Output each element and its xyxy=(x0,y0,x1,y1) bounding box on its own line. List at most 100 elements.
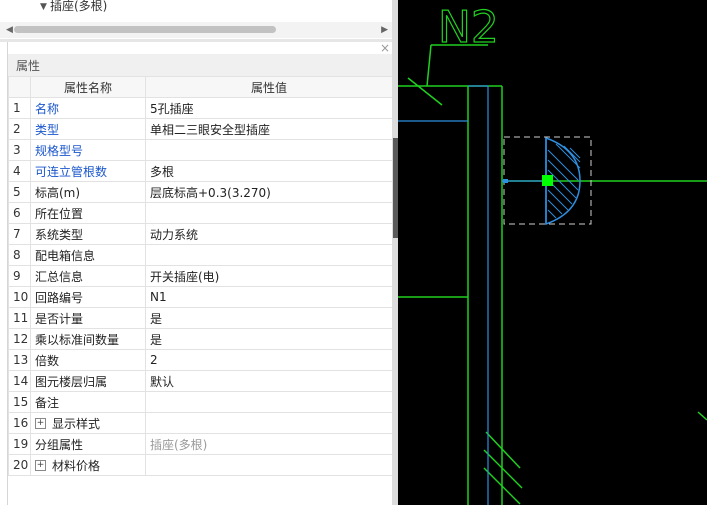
row-index: 11 xyxy=(8,307,31,329)
property-value[interactable] xyxy=(145,244,393,266)
scrollbar-thumb[interactable] xyxy=(14,26,276,33)
row-index: 12 xyxy=(8,328,31,350)
property-row[interactable]: 2 类型 单相二三眼安全型插座 xyxy=(8,118,393,140)
property-value[interactable] xyxy=(145,391,393,413)
property-row[interactable]: 15 备注 xyxy=(8,391,393,413)
column-header-name[interactable]: 属性名称 xyxy=(30,76,146,98)
row-index: 2 xyxy=(8,118,31,140)
property-name-label: 可连立管根数 xyxy=(35,164,108,179)
property-value[interactable] xyxy=(145,454,393,476)
row-index: 4 xyxy=(8,160,31,182)
expand-icon[interactable]: + xyxy=(35,417,46,429)
property-value[interactable]: 多根 xyxy=(145,160,393,182)
grip-handle[interactable] xyxy=(542,175,553,186)
property-name: 倍数 xyxy=(30,349,146,371)
row-index: 6 xyxy=(8,202,31,224)
row-index-header xyxy=(8,76,31,98)
row-index: 16 xyxy=(8,412,31,434)
property-value[interactable]: 默认 xyxy=(145,370,393,392)
conduit-lines xyxy=(398,85,546,505)
property-value[interactable]: N1 xyxy=(145,286,393,308)
row-index: 9 xyxy=(8,265,31,287)
property-name-label: 名称 xyxy=(35,101,60,116)
property-name-label: 图元楼层归属 xyxy=(35,374,108,389)
row-index: 3 xyxy=(8,139,31,161)
property-row[interactable]: 6 所在位置 xyxy=(8,202,393,224)
row-index: 14 xyxy=(8,370,31,392)
row-index: 5 xyxy=(8,181,31,203)
property-row[interactable]: 16 + 显示样式 xyxy=(8,412,393,434)
expand-icon[interactable]: + xyxy=(35,459,46,471)
property-row[interactable]: 5 标高(m) 层底标高+0.3(3.270) xyxy=(8,181,393,203)
property-name-label: 所在位置 xyxy=(35,206,84,221)
property-value[interactable] xyxy=(145,412,393,434)
column-header-value[interactable]: 属性值 xyxy=(145,76,393,98)
property-name: 乘以标准间数量 xyxy=(30,328,146,350)
property-name-label: 倍数 xyxy=(35,353,60,368)
property-name: + 材料价格 xyxy=(30,454,146,476)
property-name: 所在位置 xyxy=(30,202,146,224)
property-name-label: 系统类型 xyxy=(35,227,84,242)
properties-panel: × 属性 属性名称 属性值 1 名称 5孔插座 2 类型 单相二三眼安全型插座 3 规格型号 4… xyxy=(7,41,394,505)
property-name-label: 备注 xyxy=(35,395,60,410)
row-index: 13 xyxy=(8,349,31,371)
property-value[interactable]: 5孔插座 xyxy=(145,97,393,119)
property-name-label: 分组属性 xyxy=(35,437,84,452)
horizontal-scrollbar[interactable]: ◀ ▶ xyxy=(0,22,392,38)
property-row[interactable]: 4 可连立管根数 多根 xyxy=(8,160,393,182)
canvas-background xyxy=(398,0,707,505)
property-name: 类型 xyxy=(30,118,146,140)
property-value[interactable]: 单相二三眼安全型插座 xyxy=(145,118,393,140)
property-value[interactable]: 2 xyxy=(145,349,393,371)
property-value[interactable]: 是 xyxy=(145,307,393,329)
property-row[interactable]: 12 乘以标准间数量 是 xyxy=(8,328,393,350)
property-value[interactable]: 是 xyxy=(145,328,393,350)
property-name: + 显示样式 xyxy=(30,412,146,434)
property-value[interactable]: 开关插座(电) xyxy=(145,265,393,287)
property-value[interactable] xyxy=(145,139,393,161)
close-icon[interactable]: × xyxy=(379,41,390,55)
property-name: 系统类型 xyxy=(30,223,146,245)
property-name-label: 材料价格 xyxy=(52,458,101,473)
scroll-right-icon[interactable]: ▶ xyxy=(381,25,388,35)
property-name-label: 乘以标准间数量 xyxy=(35,332,120,347)
property-value[interactable]: 动力系统 xyxy=(145,223,393,245)
collapse-handle[interactable] xyxy=(393,138,398,238)
property-row[interactable]: 20 + 材料价格 xyxy=(8,454,393,476)
tree-item-label[interactable]: 插座(多根) xyxy=(50,0,108,13)
connection-point xyxy=(503,179,508,183)
property-name: 汇总信息 xyxy=(30,265,146,287)
property-name: 备注 xyxy=(30,391,146,413)
panel-title: 属性 xyxy=(16,59,41,73)
property-row[interactable]: 1 名称 5孔插座 xyxy=(8,97,393,119)
property-value[interactable]: 插座(多根) xyxy=(145,433,393,455)
property-row[interactable]: 14 图元楼层归属 默认 xyxy=(8,370,393,392)
property-name-label: 规格型号 xyxy=(35,143,84,158)
tree-item[interactable]: ▼ 插座(多根) xyxy=(0,0,392,20)
property-row[interactable]: 3 规格型号 xyxy=(8,139,393,161)
property-name-label: 标高(m) xyxy=(35,185,81,200)
property-name-label: 回路编号 xyxy=(35,290,84,305)
cad-drawing-canvas[interactable]: N2 xyxy=(398,0,707,505)
property-grid: 属性名称 属性值 1 名称 5孔插座 2 类型 单相二三眼安全型插座 3 规格型号 4 可连立管根… xyxy=(8,76,393,476)
scroll-left-icon[interactable]: ◀ xyxy=(6,25,13,35)
caret-down-icon[interactable]: ▼ xyxy=(40,2,47,12)
panel-splitter[interactable] xyxy=(392,0,398,505)
property-name: 图元楼层归属 xyxy=(30,370,146,392)
row-index: 15 xyxy=(8,391,31,413)
property-name-label: 显示样式 xyxy=(52,416,101,431)
property-value[interactable]: 层底标高+0.3(3.270) xyxy=(145,181,393,203)
property-row[interactable]: 13 倍数 2 xyxy=(8,349,393,371)
row-index: 20 xyxy=(8,454,31,476)
property-name-label: 类型 xyxy=(35,122,60,137)
row-index: 1 xyxy=(8,97,31,119)
divider xyxy=(0,39,392,42)
property-value[interactable] xyxy=(145,202,393,224)
